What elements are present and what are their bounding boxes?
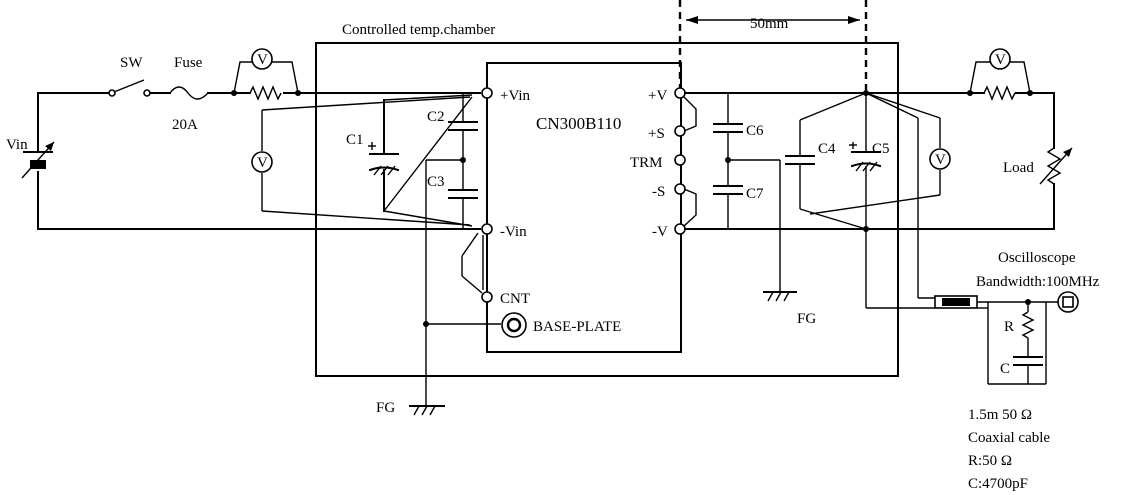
- vin-source: [21, 92, 55, 230]
- capacitor-c2-c3: [425, 93, 478, 406]
- oscilloscope-input-connector: [1057, 291, 1079, 313]
- pin-s-plus-label: +S: [648, 126, 665, 142]
- fuse: [169, 86, 209, 100]
- c1-label: C1: [346, 132, 364, 148]
- voltmeter-symbol-label: V: [995, 52, 1006, 68]
- voltmeter-output-current: [989, 48, 1011, 70]
- fuse-label: Fuse: [174, 55, 203, 71]
- pin-v-plus-label: +V: [648, 88, 667, 104]
- voltmeter-input-voltage: [251, 96, 471, 226]
- pin-v-plus-terminal: [674, 87, 686, 99]
- pin-cnt-label: CNT: [500, 291, 530, 307]
- load-label: Load: [1003, 160, 1034, 176]
- chamber-label: Controlled temp.chamber: [342, 22, 495, 38]
- pin-base-plate-label: BASE-PLATE: [533, 319, 621, 335]
- pin-vin-plus-label: +Vin: [500, 88, 531, 104]
- pin-s-minus-terminal: [674, 183, 686, 195]
- module-name: CN300B110: [536, 114, 621, 133]
- voltmeter-symbol-label: V: [257, 155, 268, 171]
- base-plate-terminal: [423, 312, 527, 338]
- probe-wires: [865, 92, 935, 309]
- oscilloscope-bandwidth: Bandwidth:100MHz: [976, 274, 1100, 290]
- c3-label: C3: [427, 174, 445, 190]
- oscilloscope-title: Oscilloscope: [998, 250, 1076, 266]
- fg-ground-input: [409, 405, 445, 416]
- c5-label: C5: [872, 141, 890, 157]
- pin-v-minus-label: -V: [652, 224, 668, 240]
- r-label: R: [1004, 319, 1014, 335]
- sense-wires: [683, 96, 697, 227]
- pin-trm-terminal: [674, 154, 686, 166]
- coaxial-cable: [934, 295, 1062, 309]
- c-label: C: [1000, 361, 1010, 377]
- c2-label: C2: [427, 109, 445, 125]
- fg-label-output: FG: [797, 311, 816, 327]
- c4-label: C4: [818, 141, 836, 157]
- power-module-outline: [486, 62, 682, 353]
- capacitor-c5: [849, 90, 882, 232]
- voltmeter-symbol-label: V: [257, 52, 268, 68]
- note-coaxial: Coaxial cable: [968, 430, 1050, 446]
- note-r-value: R:50 Ω: [968, 453, 1012, 469]
- fg-label-input: FG: [376, 400, 395, 416]
- dimension-label: 50mm: [750, 16, 789, 32]
- load-variable-resistor: [1039, 92, 1073, 230]
- capacitor-c6-c7: [713, 93, 781, 292]
- scope-rc-network: [987, 299, 1047, 385]
- switch-sw: [108, 79, 151, 97]
- voltmeter-symbol-label: V: [935, 152, 946, 168]
- pin-vin-plus-terminal: [481, 87, 493, 99]
- pin-s-minus-label: -S: [652, 184, 665, 200]
- pin-trm-label: TRM: [630, 155, 663, 171]
- c6-label: C6: [746, 123, 764, 139]
- c7-label: C7: [746, 186, 764, 202]
- vin-source-label: Vin: [6, 137, 28, 153]
- dimension-50mm: [678, 0, 868, 90]
- temperature-chamber-outline: [315, 42, 899, 377]
- fg-ground-output: [763, 291, 797, 302]
- pin-s-plus-terminal: [674, 125, 686, 137]
- fuse-rating-label: 20A: [172, 117, 198, 133]
- pin-vin-minus-label: -Vin: [500, 224, 527, 240]
- sw-label: SW: [120, 55, 143, 71]
- note-c-value: C:4700pF: [968, 476, 1028, 492]
- capacitor-c4: [785, 92, 867, 230]
- voltmeter-input-current: [251, 48, 273, 70]
- capacitor-c1: [368, 94, 473, 227]
- note-cable-length: 1.5m 50 Ω: [968, 407, 1032, 423]
- pin-vin-minus-terminal: [481, 223, 493, 235]
- pin-cnt-terminal: [461, 232, 493, 303]
- pin-v-minus-terminal: [674, 223, 686, 235]
